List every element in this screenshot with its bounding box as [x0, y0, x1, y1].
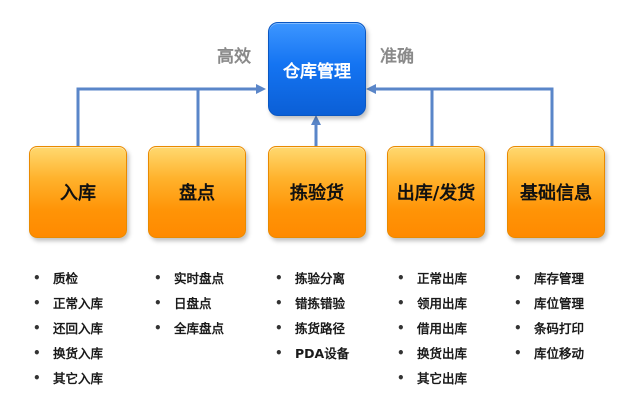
bullet: • — [275, 321, 283, 335]
module-box-outbound: 出库/发货 — [387, 146, 485, 238]
module-box-picking: 拣验货 — [268, 146, 366, 238]
list-item-label: 其它入库 — [53, 371, 104, 386]
inventory-count-items-list: • 实时盘点 • 日盘点 • 全库盘点 — [150, 266, 224, 341]
list-item: • 质检 — [29, 266, 103, 291]
list-item: • 错拣错验 — [271, 291, 349, 316]
list-item: • 库存管理 — [510, 266, 584, 291]
list-item-label: 库位管理 — [534, 296, 585, 311]
list-item: • 拣验分离 — [271, 266, 349, 291]
module-label: 拣验货 — [290, 183, 344, 204]
list-item: • 拣货路径 — [271, 316, 349, 341]
list-item: • 其它出库 — [393, 366, 467, 391]
list-item-label: 条码打印 — [534, 321, 585, 336]
list-item-label: 借用出库 — [417, 321, 468, 336]
bullet: • — [275, 346, 283, 360]
bullet: • — [33, 321, 41, 335]
bullet: • — [397, 271, 405, 285]
list-item-label: 全库盘点 — [174, 321, 225, 336]
picking-items-list: • 拣验分离 • 错拣错验 • 拣货路径 • PDA设备 — [271, 266, 349, 366]
bullet: • — [154, 296, 162, 310]
list-item: • PDA设备 — [271, 341, 349, 366]
list-item-label: 换货出库 — [417, 346, 468, 361]
list-item: • 条码打印 — [510, 316, 584, 341]
inbound-items-list: • 质检 • 正常入库 • 还回入库 • 换货入库 • 其它入库 — [29, 266, 103, 391]
bullet: • — [514, 271, 522, 285]
bullet: • — [397, 296, 405, 310]
bullet: • — [33, 271, 41, 285]
bullet: • — [514, 346, 522, 360]
bullet: • — [275, 271, 283, 285]
list-item-label: 实时盘点 — [174, 271, 225, 286]
list-item: • 其它入库 — [29, 366, 103, 391]
list-item-label: 日盘点 — [174, 296, 212, 311]
list-item: • 正常出库 — [393, 266, 467, 291]
module-label: 基础信息 — [520, 183, 592, 204]
module-label: 入库 — [60, 183, 96, 204]
center-box-warehouse-management: 仓库管理 — [268, 22, 366, 116]
list-item-label: 还回入库 — [53, 321, 104, 336]
list-item-label: 领用出库 — [417, 296, 468, 311]
bullet: • — [33, 371, 41, 385]
list-item: • 实时盘点 — [150, 266, 224, 291]
list-item: • 日盘点 — [150, 291, 224, 316]
module-box-inbound: 入库 — [29, 146, 127, 238]
list-item: • 还回入库 — [29, 316, 103, 341]
list-item: • 换货出库 — [393, 341, 467, 366]
list-item-label: PDA设备 — [295, 346, 350, 361]
list-item: • 正常入库 — [29, 291, 103, 316]
module-label: 出库/发货 — [396, 183, 476, 204]
list-item-label: 库位移动 — [534, 346, 585, 361]
list-item: • 库位管理 — [510, 291, 584, 316]
connector-right — [366, 84, 554, 146]
list-item: • 换货入库 — [29, 341, 103, 366]
bullet: • — [154, 271, 162, 285]
list-item: • 全库盘点 — [150, 316, 224, 341]
basic-info-items-list: • 库存管理 • 库位管理 • 条码打印 • 库位移动 — [510, 266, 584, 366]
center-label: 仓库管理 — [283, 61, 351, 82]
list-item-label: 正常出库 — [417, 271, 468, 286]
module-box-inventory-count: 盘点 — [148, 146, 246, 238]
list-item-label: 错拣错验 — [295, 296, 346, 311]
outbound-items-list: • 正常出库 • 领用出库 • 借用出库 • 换货出库 • 其它出库 — [393, 266, 467, 391]
list-item-label: 质检 — [53, 271, 79, 286]
module-label: 盘点 — [179, 183, 215, 204]
list-item-label: 拣验分离 — [295, 271, 346, 286]
side-label-accurate: 准确 — [380, 47, 414, 67]
bullet: • — [397, 321, 405, 335]
bullet: • — [154, 321, 162, 335]
list-item-label: 库存管理 — [534, 271, 585, 286]
list-item-label: 拣货路径 — [295, 321, 346, 336]
bullet: • — [275, 296, 283, 310]
connector-left — [76, 84, 266, 146]
list-item: • 库位移动 — [510, 341, 584, 366]
side-label-efficient: 高效 — [217, 47, 251, 67]
list-item-label: 其它出库 — [417, 371, 468, 386]
list-item: • 领用出库 — [393, 291, 467, 316]
list-item: • 借用出库 — [393, 316, 467, 341]
list-item-label: 正常入库 — [53, 296, 104, 311]
bullet: • — [33, 346, 41, 360]
list-item-label: 换货入库 — [53, 346, 104, 361]
module-box-basic-info: 基础信息 — [507, 146, 605, 238]
bullet: • — [514, 296, 522, 310]
bullet: • — [397, 371, 405, 385]
bullet: • — [397, 346, 405, 360]
bullet: • — [514, 321, 522, 335]
bullet: • — [33, 296, 41, 310]
